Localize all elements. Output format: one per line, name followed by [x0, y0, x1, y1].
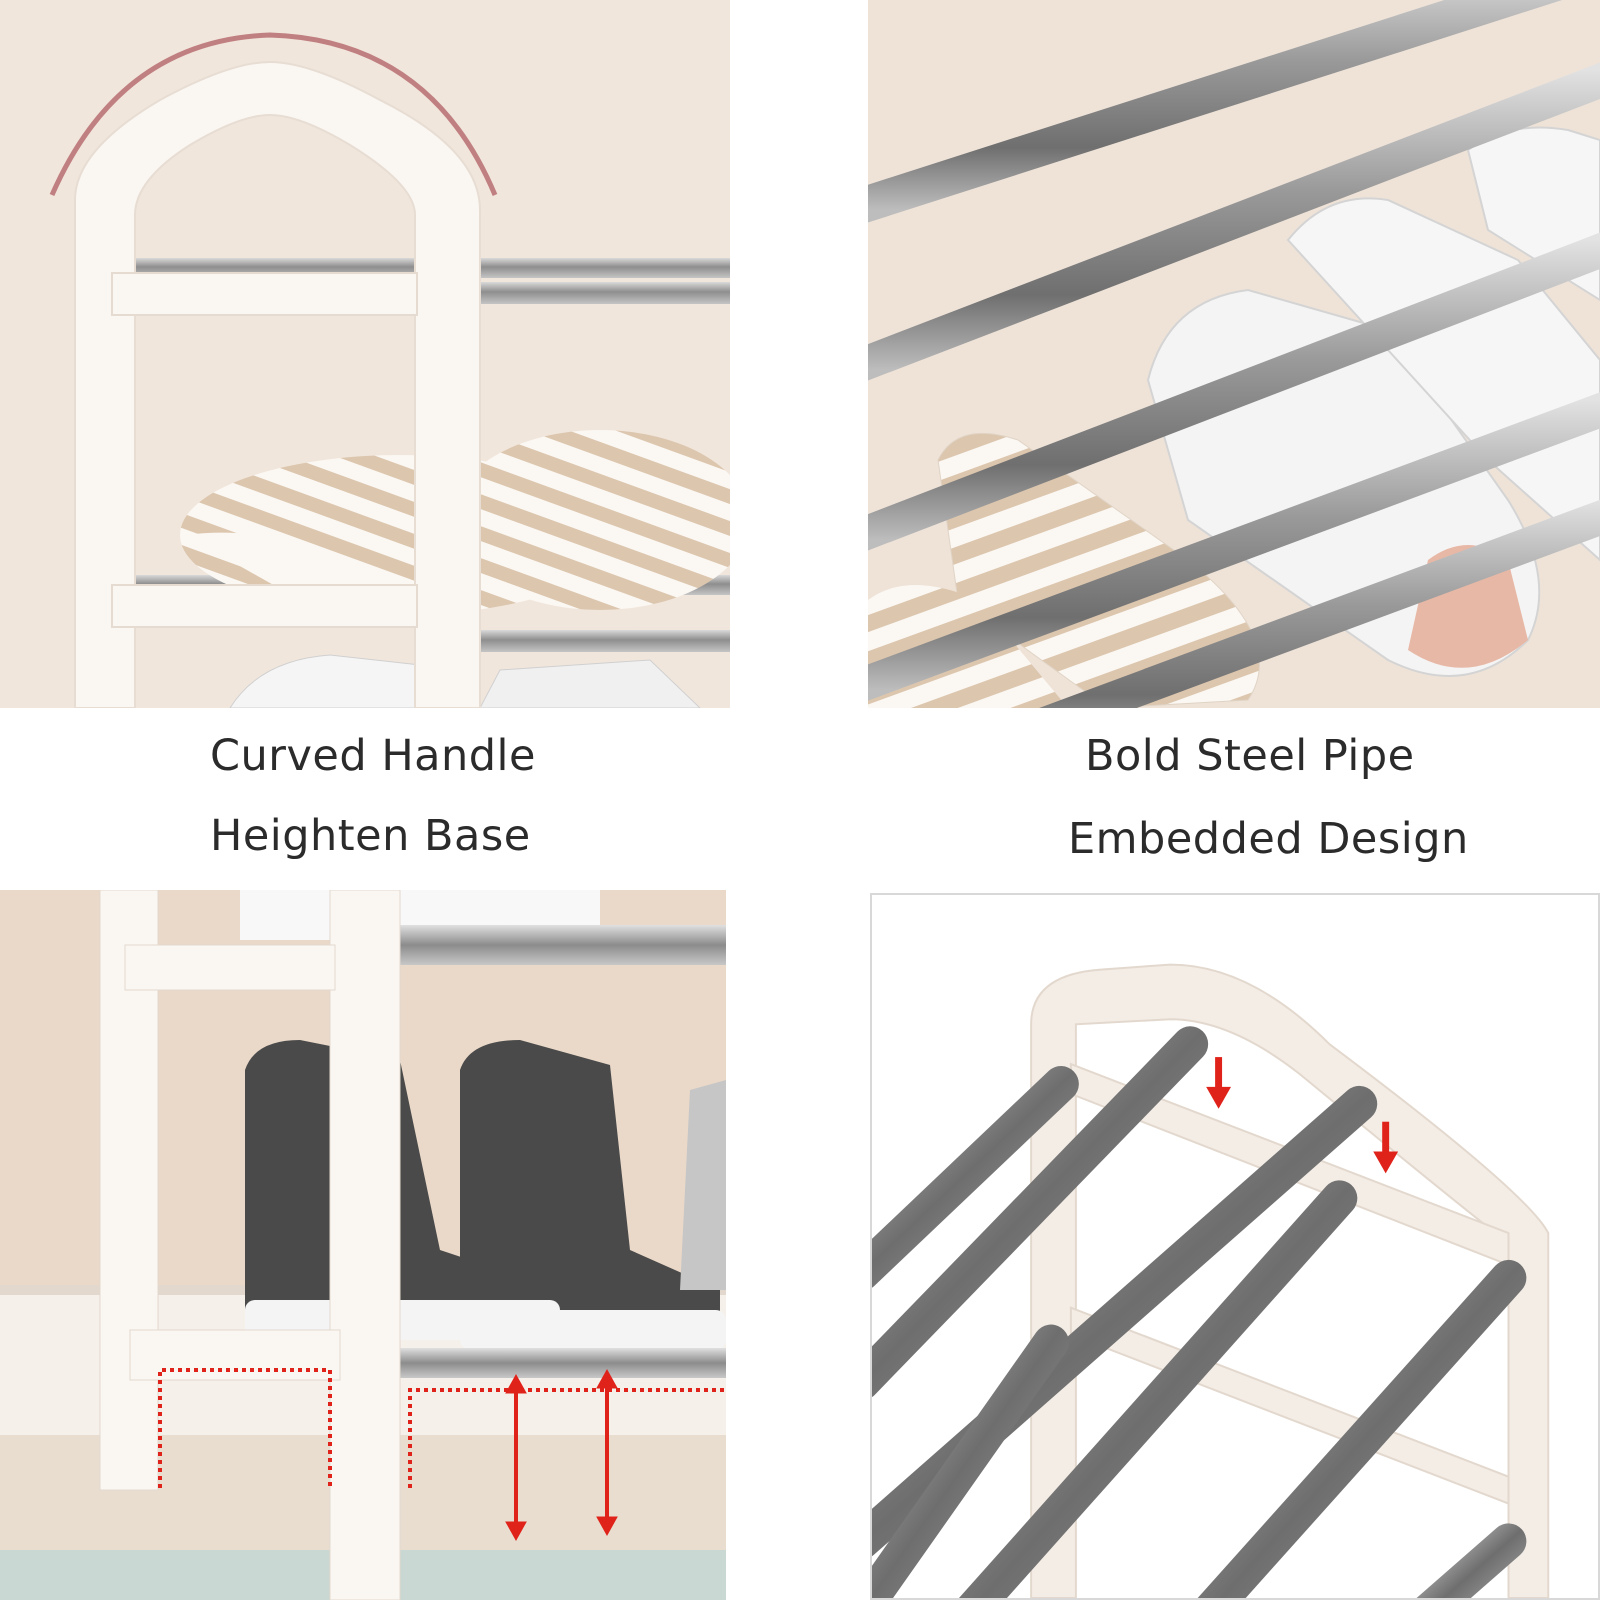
caption-heighten-base: Heighten Base	[210, 811, 531, 861]
double-arrow-icon	[505, 1368, 618, 1542]
caption-curved-handle: Curved Handle	[210, 731, 536, 781]
caption-embedded-design: Embedded Design	[1068, 814, 1469, 864]
photo-bold-steel-pipe	[868, 0, 1600, 708]
photo-embedded-design	[870, 893, 1600, 1600]
photo-curved-handle	[0, 0, 730, 708]
arrow-down-icon	[1206, 1057, 1399, 1174]
caption-bold-steel-pipe: Bold Steel Pipe	[1085, 731, 1415, 781]
photo-heighten-base	[0, 890, 726, 1600]
